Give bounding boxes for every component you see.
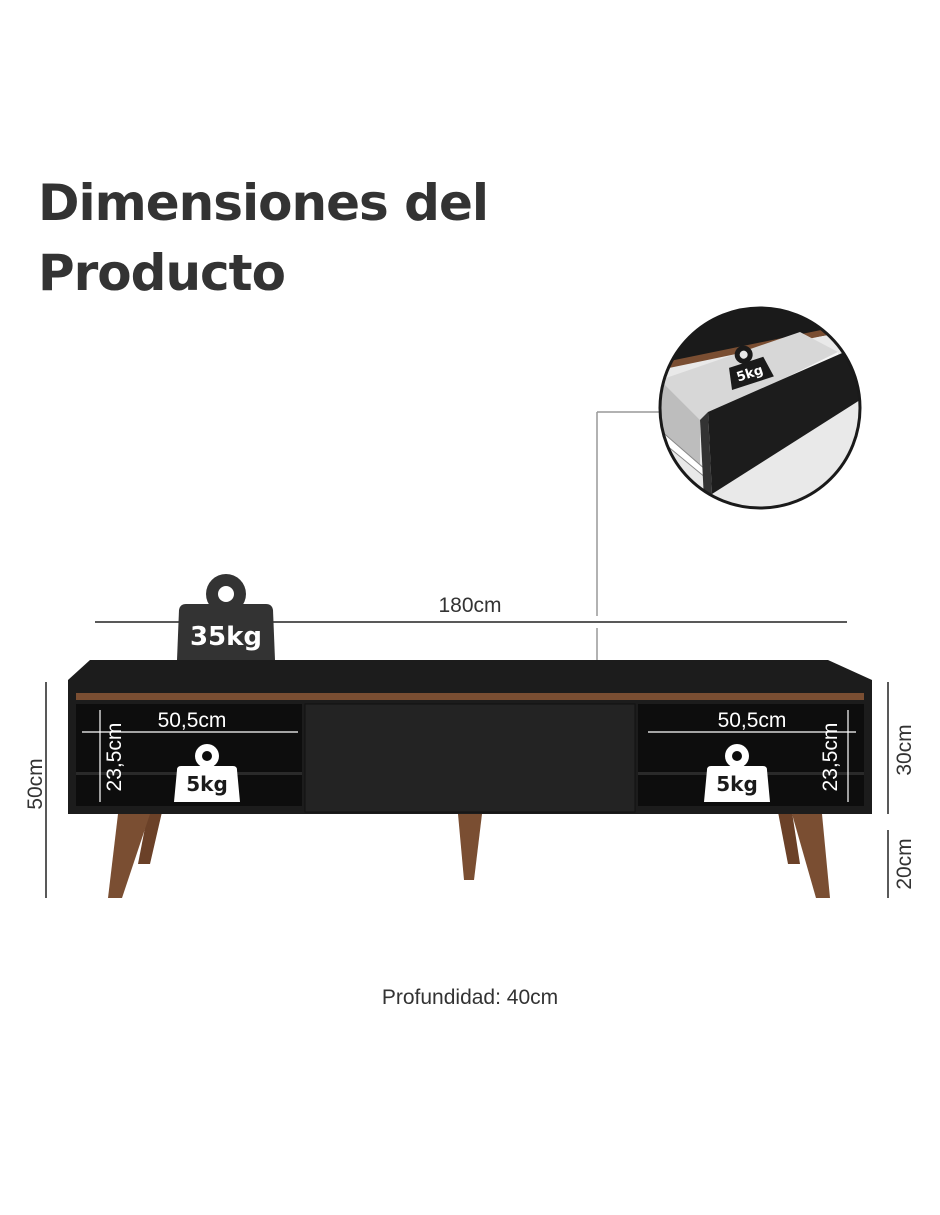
body-height-label: 30cm (893, 724, 916, 775)
back-left-leg (138, 812, 162, 864)
page-title: Dimensiones del Producto (38, 168, 489, 308)
weight-icon: 5kg (704, 744, 770, 802)
title-line-1: Dimensiones del (38, 174, 489, 232)
title-line-2: Producto (38, 244, 286, 302)
weight-icon: 35kg (177, 574, 275, 660)
front-left-leg (108, 814, 150, 898)
front-right-leg (792, 814, 830, 898)
width-label: 180cm (438, 594, 501, 617)
center-drawer (304, 703, 636, 813)
height-label: 50cm (24, 758, 47, 809)
top-weight-label: 35kg (190, 622, 262, 652)
leg-height-label: 20cm (893, 838, 916, 889)
drawer-detail-zoom (658, 306, 862, 510)
center-leg (458, 814, 482, 880)
back-right-leg (778, 812, 800, 864)
right-niche-weight-label: 5kg (716, 772, 758, 796)
left-niche-weight-label: 5kg (186, 772, 228, 796)
right-niche-height-label: 23,5cm (819, 723, 842, 792)
top-slab (68, 660, 872, 690)
right-niche-width-label: 50,5cm (718, 709, 787, 732)
weight-icon: 5kg (174, 744, 240, 802)
wood-strip (76, 693, 864, 700)
left-niche-height-label: 23,5cm (103, 723, 126, 792)
weight-icon: 5kg (729, 345, 774, 391)
left-niche-width-label: 50,5cm (158, 709, 227, 732)
depth-label: Profundidad: 40cm (381, 986, 559, 1009)
